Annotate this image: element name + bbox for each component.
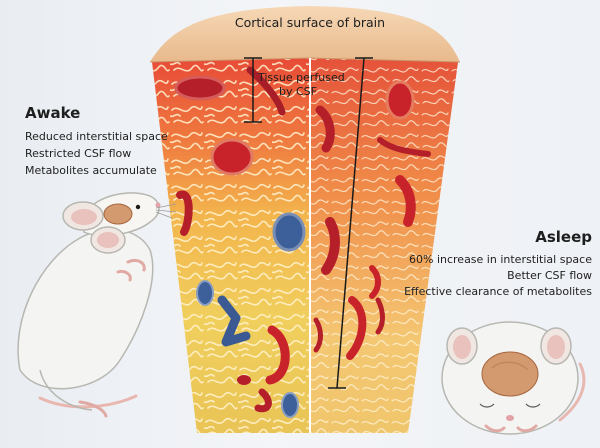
awake-line-metabolites: Metabolites accumulate xyxy=(25,164,157,177)
asleep-line-clearance: Effective clearance of metabolites xyxy=(404,285,592,298)
awake-description: Reduced interstitial space Restricted CS… xyxy=(25,128,168,179)
vessels-awake xyxy=(174,66,306,418)
asleep-mouse xyxy=(441,321,586,435)
brain-tissue-wedge xyxy=(152,58,458,433)
asleep-description: 60% increase in interstitial space Bette… xyxy=(404,252,592,300)
vessels-asleep xyxy=(313,80,431,360)
awake-title: Awake xyxy=(25,104,81,122)
asleep-line-csf-flow: Better CSF flow xyxy=(507,269,592,282)
awake-line-csf-flow: Restricted CSF flow xyxy=(25,147,132,160)
csf-depth-bar-awake xyxy=(244,57,262,123)
cortical-surface-label: Cortical surface of brain xyxy=(234,15,386,30)
csf-label-line-1: Tissue perfused xyxy=(258,71,345,84)
csf-perfusion-label: Tissue perfused by CSF xyxy=(258,71,345,99)
awake-mouse xyxy=(17,192,177,418)
awake-line-interstitial: Reduced interstitial space xyxy=(25,130,168,143)
csf-depth-bar-asleep xyxy=(328,57,373,389)
csf-label-line-2: by CSF xyxy=(279,85,317,98)
asleep-line-interstitial: 60% increase in interstitial space xyxy=(409,253,592,266)
asleep-title: Asleep xyxy=(535,228,592,246)
